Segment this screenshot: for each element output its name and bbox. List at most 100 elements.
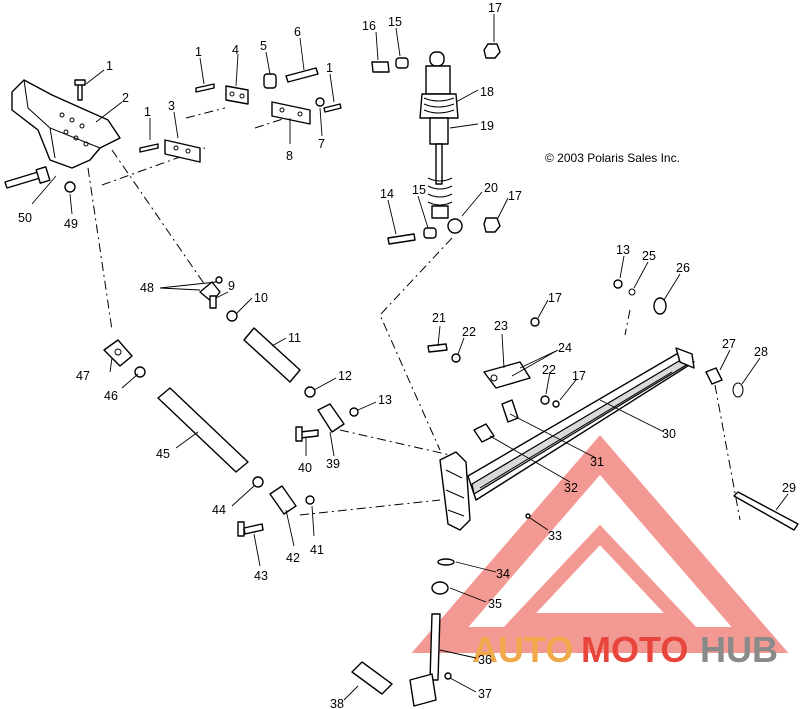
callout-46: 46 xyxy=(104,389,118,403)
callout-17d: 17 xyxy=(572,369,586,383)
tube-11 xyxy=(243,327,301,383)
callout-9: 9 xyxy=(228,279,235,293)
bushing-5 xyxy=(263,73,277,89)
callout-44: 44 xyxy=(212,503,226,517)
nut-13b xyxy=(613,279,623,289)
bracket-23 xyxy=(483,361,531,389)
callout-24: 24 xyxy=(558,341,572,355)
callout-25: 25 xyxy=(642,249,656,263)
nut-17c xyxy=(530,317,540,327)
bolt-1b xyxy=(139,143,159,153)
callout-17a: 17 xyxy=(488,1,502,15)
pin-6 xyxy=(285,67,319,83)
callout-26: 26 xyxy=(676,261,690,275)
nut-12 xyxy=(304,386,316,398)
callout-numbers: 1 1 1 1 2 3 4 5 6 7 8 9 10 11 12 13 13 1… xyxy=(18,1,796,709)
callout-45: 45 xyxy=(156,447,170,461)
callout-48: 48 xyxy=(140,281,154,295)
copyright-text: © 2003 Polaris Sales Inc. xyxy=(545,151,680,165)
spring-leaf-30 xyxy=(467,347,695,501)
nut-41 xyxy=(305,495,315,505)
bolt-50 xyxy=(4,166,51,189)
callout-5: 5 xyxy=(260,39,267,53)
callout-12: 12 xyxy=(338,369,352,383)
nut-49 xyxy=(64,181,76,193)
callout-1c: 1 xyxy=(144,105,151,119)
bushing-38 xyxy=(351,661,393,695)
rod-29 xyxy=(733,491,799,531)
callout-13b: 13 xyxy=(616,243,630,257)
watermark-text: AUTO MOTO HUB xyxy=(472,629,778,670)
tie-rod-end-47 xyxy=(103,339,133,367)
callout-22a: 22 xyxy=(462,325,476,339)
watermark-brand-auto: AUTO xyxy=(472,629,573,670)
callout-50: 50 xyxy=(18,211,32,225)
callout-37: 37 xyxy=(478,687,492,701)
pin-33 xyxy=(525,513,531,519)
nut-13a xyxy=(349,407,359,417)
callout-1b: 1 xyxy=(195,45,202,59)
callout-40: 40 xyxy=(298,461,312,475)
pin-37 xyxy=(444,672,452,680)
washer-26 xyxy=(653,297,667,315)
callout-10: 10 xyxy=(254,291,268,305)
bushing-15b xyxy=(423,227,437,239)
ring-28 xyxy=(732,382,744,398)
callout-11: 11 xyxy=(288,331,301,345)
plate-4 xyxy=(225,85,249,105)
washer-34 xyxy=(437,558,455,566)
callout-29: 29 xyxy=(782,481,796,495)
callout-28: 28 xyxy=(754,345,768,359)
nut-22b xyxy=(540,395,550,405)
callout-18: 18 xyxy=(480,85,494,99)
callout-1a: 1 xyxy=(106,59,113,73)
callout-41: 41 xyxy=(310,543,324,557)
callout-35: 35 xyxy=(488,597,502,611)
nut-7 xyxy=(315,97,325,107)
callout-42: 42 xyxy=(286,551,300,565)
callout-30: 30 xyxy=(662,427,676,441)
callout-33: 33 xyxy=(548,529,562,543)
nut-22a xyxy=(451,353,461,363)
watermark-brand-moto: MOTO xyxy=(581,629,688,670)
callout-4: 4 xyxy=(232,43,239,57)
callout-47: 47 xyxy=(76,369,90,383)
callout-27: 27 xyxy=(722,337,736,351)
callout-7: 7 xyxy=(318,137,325,151)
nut-44 xyxy=(252,476,264,488)
callout-3: 3 xyxy=(168,99,175,113)
callout-21: 21 xyxy=(432,311,446,325)
nut-17b xyxy=(483,217,501,233)
bolt-1a xyxy=(74,79,86,101)
tie-rod-end-42 xyxy=(269,485,297,515)
plate-8 xyxy=(271,101,311,125)
callout-15a: 15 xyxy=(388,15,402,29)
bolt-31 xyxy=(501,399,519,423)
spindle-36 xyxy=(409,613,441,707)
tube-45 xyxy=(157,387,249,473)
watermark-brand-hub: HUB xyxy=(700,629,778,670)
bolt-1d xyxy=(323,103,342,113)
callout-8: 8 xyxy=(286,149,293,163)
callout-1d: 1 xyxy=(326,61,333,75)
callout-32: 32 xyxy=(564,481,578,495)
bushing-35 xyxy=(431,581,449,595)
leader-lines xyxy=(31,14,789,701)
callout-17b: 17 xyxy=(508,189,522,203)
callout-36: 36 xyxy=(478,653,492,667)
plate-3 xyxy=(164,139,201,163)
bolt-43 xyxy=(237,521,264,537)
callout-20: 20 xyxy=(484,181,498,195)
callout-39: 39 xyxy=(326,457,340,471)
callout-6: 6 xyxy=(294,25,301,39)
callout-34: 34 xyxy=(496,567,510,581)
callout-19: 19 xyxy=(480,119,494,133)
bolt-9-group xyxy=(199,276,223,309)
shock-absorber xyxy=(371,43,501,234)
bolt-21 xyxy=(427,343,448,353)
callout-38: 38 xyxy=(330,697,344,709)
nut-17d xyxy=(552,400,560,408)
callout-17c: 17 xyxy=(548,291,562,305)
